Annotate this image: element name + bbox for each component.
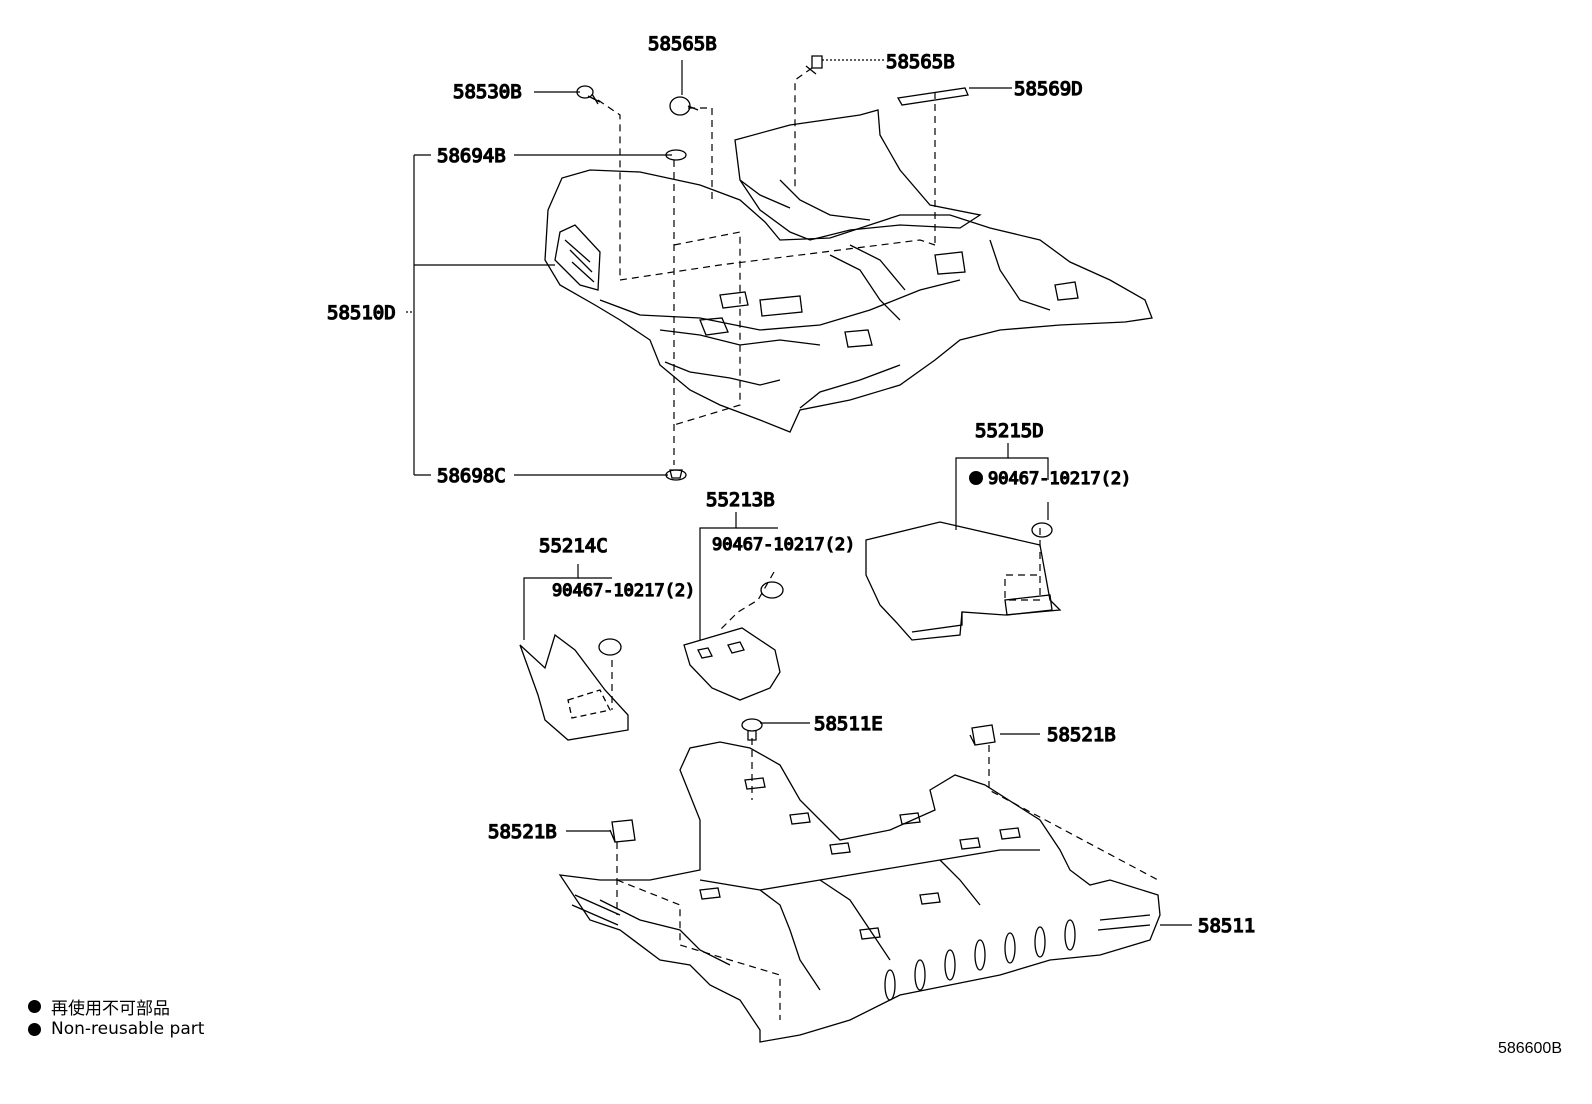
legend-english: Non-reusable part: [28, 1019, 204, 1039]
label-55215d: 55215D: [975, 420, 1044, 442]
floor-carpet-upper: [544, 109, 1153, 433]
bullet-icon: [28, 1022, 41, 1036]
clip-90467-55214c-icon: [598, 638, 622, 656]
floor-carpet-lower: [558, 741, 1161, 1043]
label-58510d: 58510D: [327, 302, 396, 324]
label-58530b: 58530B: [453, 81, 522, 103]
insulator-55215d: [865, 521, 1062, 641]
plate-58569d-icon: [896, 87, 969, 106]
leader-lines-lower: [566, 722, 1192, 926]
clip-58565b-b-icon: [805, 55, 823, 75]
label-90467-55213b: 90467-10217(2): [712, 535, 855, 555]
leader-lines-upper: [406, 59, 1012, 476]
non-reusable-marker: [969, 471, 983, 485]
leader-55213b: [699, 512, 778, 640]
clip-58521b-b-icon: [609, 819, 636, 843]
label-55213b: 55213B: [706, 489, 775, 511]
leader-dashes-upper: [597, 67, 936, 465]
leader-dashes-lower: [616, 738, 1159, 1020]
insulator-55213b: [683, 627, 781, 701]
screw-58530b-icon: [576, 85, 594, 99]
label-90467-55215d: 90467-10217(2): [988, 469, 1131, 489]
label-55214c: 55214C: [539, 535, 608, 557]
screw-58530b-thread: [587, 93, 601, 105]
fasteners-upper: [576, 55, 969, 481]
label-58521b-a: 58521B: [1047, 724, 1116, 746]
label-58698c: 58698C: [437, 465, 506, 487]
label-90467-55214c: 90467-10217(2): [552, 581, 695, 601]
clip-90467-55215d-icon: [1031, 522, 1053, 538]
label-58565b-b: 58565B: [886, 51, 955, 73]
legend-en-text: Non-reusable part: [51, 1019, 205, 1039]
leader-55215d: [955, 443, 1049, 601]
label-58565b-a: 58565B: [648, 33, 717, 55]
fasteners-lower: [609, 718, 996, 843]
clip-58521b-a-icon: [969, 724, 996, 746]
insulator-55214c: [519, 633, 629, 741]
leader-55214c: [523, 564, 613, 710]
clip-58511e-icon: [741, 718, 763, 732]
clip-90467-55213b-icon: [760, 581, 784, 599]
label-58511: 58511: [1198, 915, 1255, 937]
label-58694b: 58694B: [437, 145, 506, 167]
bullet-icon: [28, 1000, 41, 1013]
legend-ja-text: 再使用不可部品: [51, 999, 170, 1019]
label-58569d: 58569D: [1014, 78, 1083, 100]
label-58511e: 58511E: [814, 713, 883, 735]
clip-58565b-a-icon: [669, 96, 691, 116]
label-58521b-b: 58521B: [488, 821, 557, 843]
legend-japanese: 再使用不可部品: [28, 994, 170, 1019]
diagram-id: 586600B: [1497, 1040, 1562, 1057]
grommet-58694b-icon: [665, 149, 687, 161]
